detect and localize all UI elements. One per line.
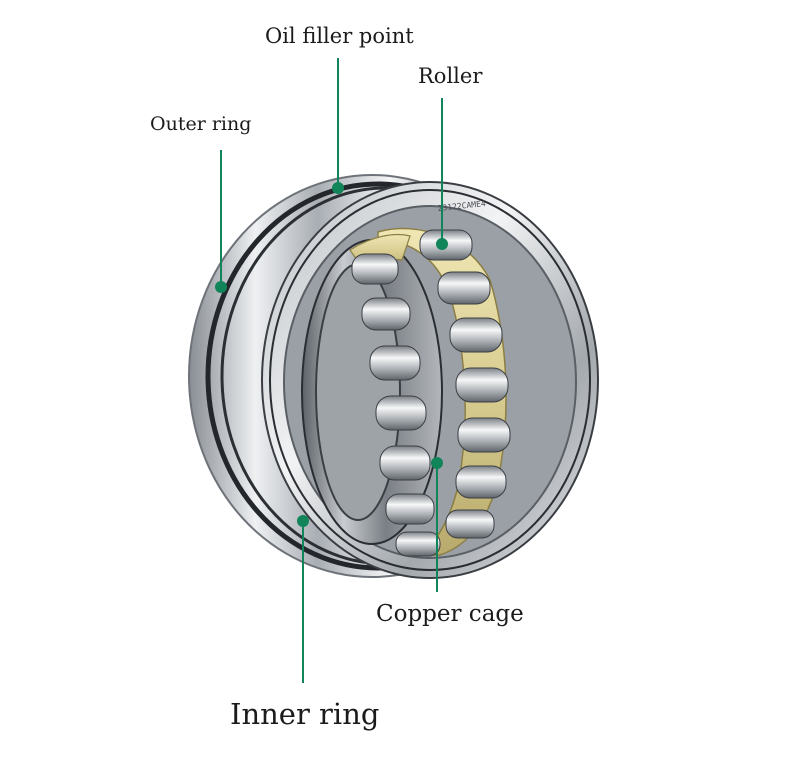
leader-dots bbox=[215, 182, 448, 527]
label-copper-cage: Copper cage bbox=[376, 601, 524, 627]
roller bbox=[445, 509, 495, 539]
roller bbox=[457, 417, 511, 453]
roller bbox=[351, 253, 399, 285]
roller bbox=[385, 493, 435, 525]
roller bbox=[379, 445, 431, 481]
roller-row-left bbox=[351, 253, 441, 557]
roller bbox=[395, 531, 441, 557]
roller bbox=[449, 317, 503, 353]
dot-copper-cage bbox=[431, 457, 443, 469]
roller bbox=[369, 345, 421, 381]
dot-outer-ring bbox=[215, 281, 227, 293]
roller bbox=[361, 297, 411, 331]
roller bbox=[375, 395, 427, 431]
dot-oil-filler bbox=[332, 182, 344, 194]
roller bbox=[455, 367, 509, 403]
dot-roller bbox=[436, 238, 448, 250]
roller bbox=[455, 465, 507, 499]
leader-lines bbox=[220, 58, 443, 683]
roller bbox=[437, 271, 491, 305]
label-inner-ring: Inner ring bbox=[230, 697, 380, 731]
outer-ring-face-edge bbox=[269, 189, 591, 571]
label-oil-filler-point: Oil filler point bbox=[265, 24, 414, 48]
label-outer-ring: Outer ring bbox=[150, 113, 252, 135]
roller-row-right bbox=[419, 229, 511, 539]
dot-inner-ring bbox=[297, 515, 309, 527]
label-roller: Roller bbox=[418, 64, 483, 88]
